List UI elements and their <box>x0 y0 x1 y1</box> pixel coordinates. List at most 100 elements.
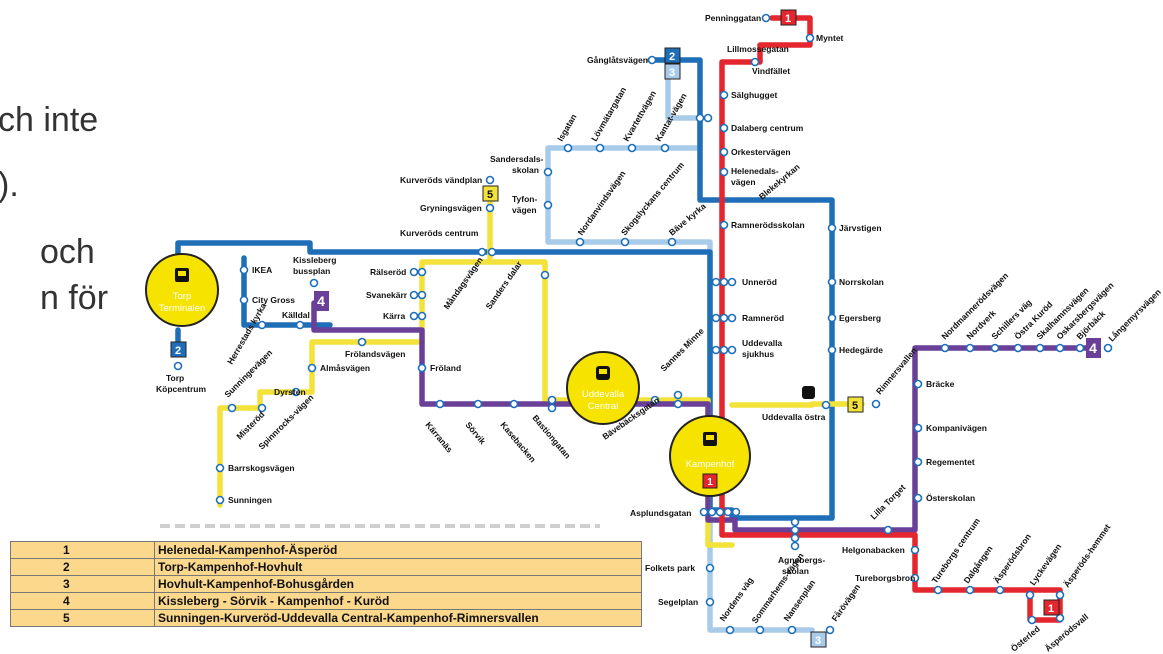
stop-label: Kvartettvägen <box>621 89 658 143</box>
stop-label: Gånglåtsvägen <box>587 55 648 65</box>
stop-dot <box>790 517 800 527</box>
stop-label: Orkestervägen <box>731 147 791 157</box>
stop-label: Långemyrsvägen <box>1106 287 1163 344</box>
legend-route-name: Helenedal-Kampenhof-Äsperöd <box>154 541 642 559</box>
stop-label: Uddevalla östra <box>762 412 826 422</box>
stop-label-kissleberg-2: bussplan <box>293 266 330 276</box>
legend-route-number: 1 <box>10 541 155 559</box>
stop-dot <box>1035 343 1045 353</box>
stop-dot <box>477 247 487 257</box>
stop-dot <box>995 585 1005 595</box>
stop-label: Helgonabacken <box>842 545 905 555</box>
route-badge-1: 1 <box>1048 603 1054 615</box>
stop-label: Almåsvägen <box>320 363 370 373</box>
hub-label: Central <box>588 401 619 412</box>
stop-dot <box>227 403 237 413</box>
stop-dot <box>787 625 797 635</box>
stop-dot <box>913 457 923 467</box>
stop-dot <box>485 203 495 213</box>
stop-dot <box>727 345 737 355</box>
stop-label: Dyrsten <box>274 387 306 397</box>
stop-label: Isgatan <box>555 112 579 143</box>
hub-uddevalla-central: Uddevalla Central <box>566 351 640 425</box>
stop-dot <box>827 277 837 287</box>
stop-dot <box>719 345 729 355</box>
stop-dot <box>239 265 249 275</box>
stop-dot <box>239 295 249 305</box>
route-badge-2: 2 <box>175 345 181 357</box>
stop-dot <box>435 399 445 409</box>
stop-dot <box>711 345 721 355</box>
stop-dot <box>707 507 717 517</box>
route-badge-4: 4 <box>317 293 325 309</box>
stop-label: Ramneröd <box>742 313 784 323</box>
stop-label: Bräcke <box>926 379 955 389</box>
stop-dot <box>790 541 800 551</box>
stop-dot <box>291 387 301 397</box>
stop-dot <box>910 545 920 555</box>
stop-dot <box>821 400 831 410</box>
stop-dot <box>1103 343 1113 353</box>
stop-label: Hedegärde <box>839 345 883 355</box>
stop-label-agneberg-1: Agnebergs- <box>778 555 825 565</box>
route-badge-3: 3 <box>669 67 675 79</box>
stop-label: Österled <box>1009 624 1042 654</box>
stop-dot <box>695 113 705 123</box>
stop-dot <box>307 363 317 373</box>
stop-label: Norrskolan <box>839 277 884 287</box>
stop-dot <box>673 399 683 409</box>
stop-dot <box>650 395 660 405</box>
stop-dot <box>647 55 657 65</box>
stop-dot <box>173 361 183 371</box>
route-badge-1: 1 <box>707 477 713 488</box>
stop-dot <box>620 237 630 247</box>
legend-route-number: 4 <box>10 592 155 610</box>
stop-label: Lillmossegatan <box>727 44 789 54</box>
stop-label: Barrskogsvägen <box>228 463 295 473</box>
stop-label-sjukhus-2: sjukhus <box>742 349 774 359</box>
stop-label: Gryningsvägen <box>420 203 482 213</box>
stop-dot <box>719 277 729 287</box>
stop-label-tyfon-1: Tyfon- <box>512 194 538 204</box>
stop-dot <box>711 277 721 287</box>
stop-dot <box>485 175 495 185</box>
stop-label: Kompanivägen <box>926 423 987 433</box>
stop-dot <box>727 313 737 323</box>
train-icon <box>802 386 815 399</box>
stop-label-torp-1: Torp <box>166 373 184 383</box>
stop-dot <box>913 379 923 389</box>
stop-label: Sälghugget <box>731 90 777 100</box>
route-badge-5: 5 <box>852 400 858 412</box>
stop-dot <box>409 311 419 321</box>
stop-label: Nansenplan <box>781 578 817 623</box>
stop-dot <box>910 573 920 583</box>
stop-label-sandersdal-2: skolan <box>512 165 539 175</box>
slide-text-line-3: och <box>40 233 95 271</box>
stop-label: Misteröd <box>234 409 266 441</box>
stop-label: Dalgången <box>961 544 994 585</box>
stop-dot <box>1055 613 1065 623</box>
route-badge-1: 1 <box>785 13 791 25</box>
stop-dot <box>913 423 923 433</box>
stop-dot <box>761 13 771 23</box>
stop-label: Penninggatan <box>705 13 761 23</box>
stop-label: Kärra <box>383 311 405 321</box>
stop-dot <box>933 585 943 595</box>
stop-dot <box>913 493 923 503</box>
stop-dot <box>309 278 319 288</box>
stop-dot <box>1055 343 1065 353</box>
stop-dot <box>417 290 427 300</box>
stop-dot <box>295 320 305 330</box>
stop-label: Segelplan <box>658 597 698 607</box>
route-badge-2: 2 <box>669 51 675 63</box>
stop-label-helenedal-2: vägen <box>731 177 756 187</box>
legend-route-number: 3 <box>10 575 155 593</box>
stop-label-torp-2: Köpcentrum <box>156 384 207 394</box>
stop-label-sjukhus-1: Uddevalla <box>742 338 782 348</box>
stop-dot <box>215 463 225 473</box>
stop-dot <box>965 343 975 353</box>
stop-dot <box>965 585 975 595</box>
